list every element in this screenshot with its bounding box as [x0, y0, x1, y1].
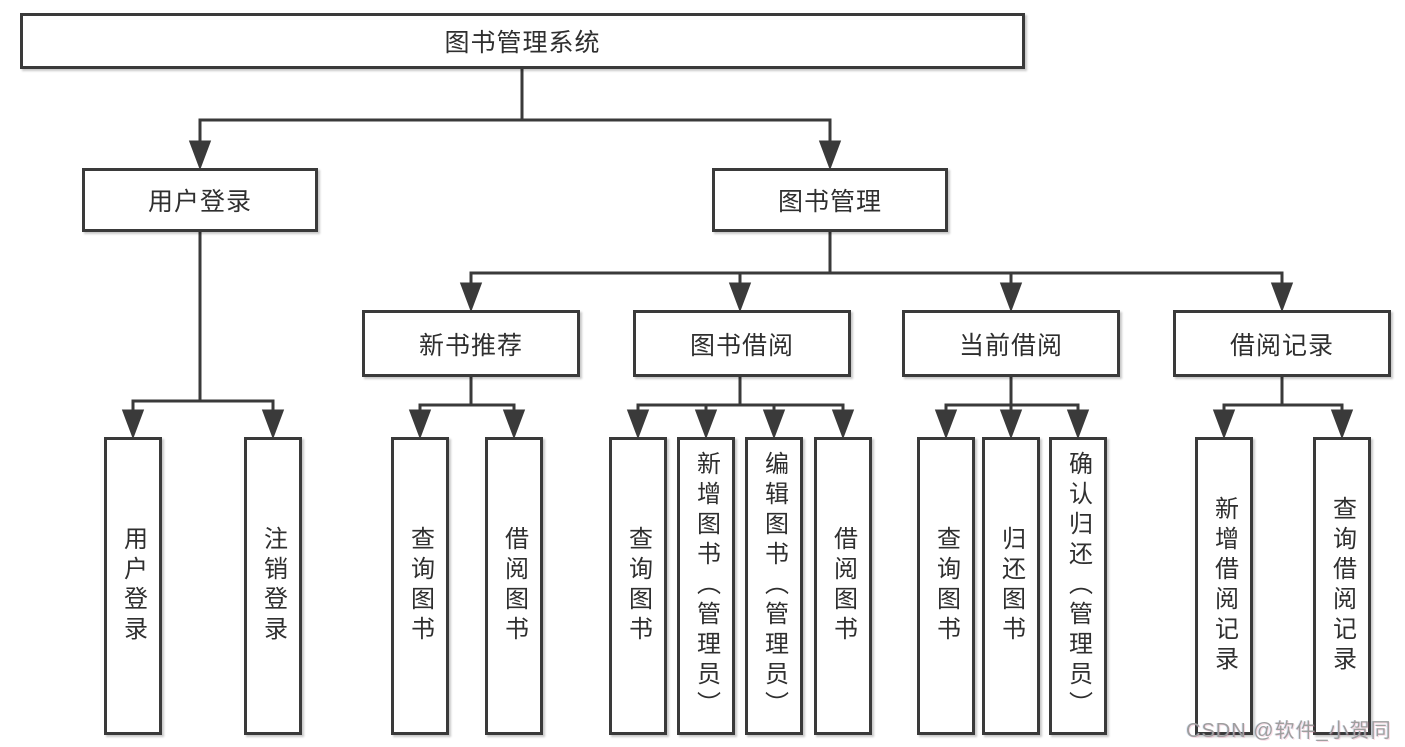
leaf-query-book-borrowing: 查询图书	[609, 437, 667, 735]
watermark: CSDN @软件_小贺同学	[1186, 720, 1392, 742]
leaf-borrow-book: 借阅图书	[814, 437, 872, 735]
node-borrowing-records: 借阅记录	[1173, 310, 1391, 377]
leaf-confirm-return-admin: 确认归还（管理员）	[1049, 437, 1107, 735]
node-library-system: 图书管理系统	[20, 13, 1025, 69]
leaf-add-book-admin: 新增图书（管理员）	[677, 437, 735, 735]
leaf-query-borrow-record: 查询借阅记录	[1313, 437, 1371, 735]
leaf-logout: 注销登录	[244, 437, 302, 735]
leaf-user-login: 用户登录	[104, 437, 162, 735]
node-book-borrowing: 图书借阅	[633, 310, 851, 377]
node-user-login: 用户登录	[82, 168, 318, 232]
leaf-edit-book-admin: 编辑图书（管理员）	[745, 437, 803, 735]
node-new-book-recommendation: 新书推荐	[362, 310, 580, 377]
leaf-borrow-book-recommend: 借阅图书	[485, 437, 543, 735]
leaf-add-borrow-record: 新增借阅记录	[1195, 437, 1253, 735]
node-current-borrowing: 当前借阅	[902, 310, 1120, 377]
leaf-return-book: 归还图书	[982, 437, 1040, 735]
node-book-management: 图书管理	[712, 168, 948, 232]
leaf-query-book-current: 查询图书	[917, 437, 975, 735]
leaf-query-book-recommend: 查询图书	[391, 437, 449, 735]
